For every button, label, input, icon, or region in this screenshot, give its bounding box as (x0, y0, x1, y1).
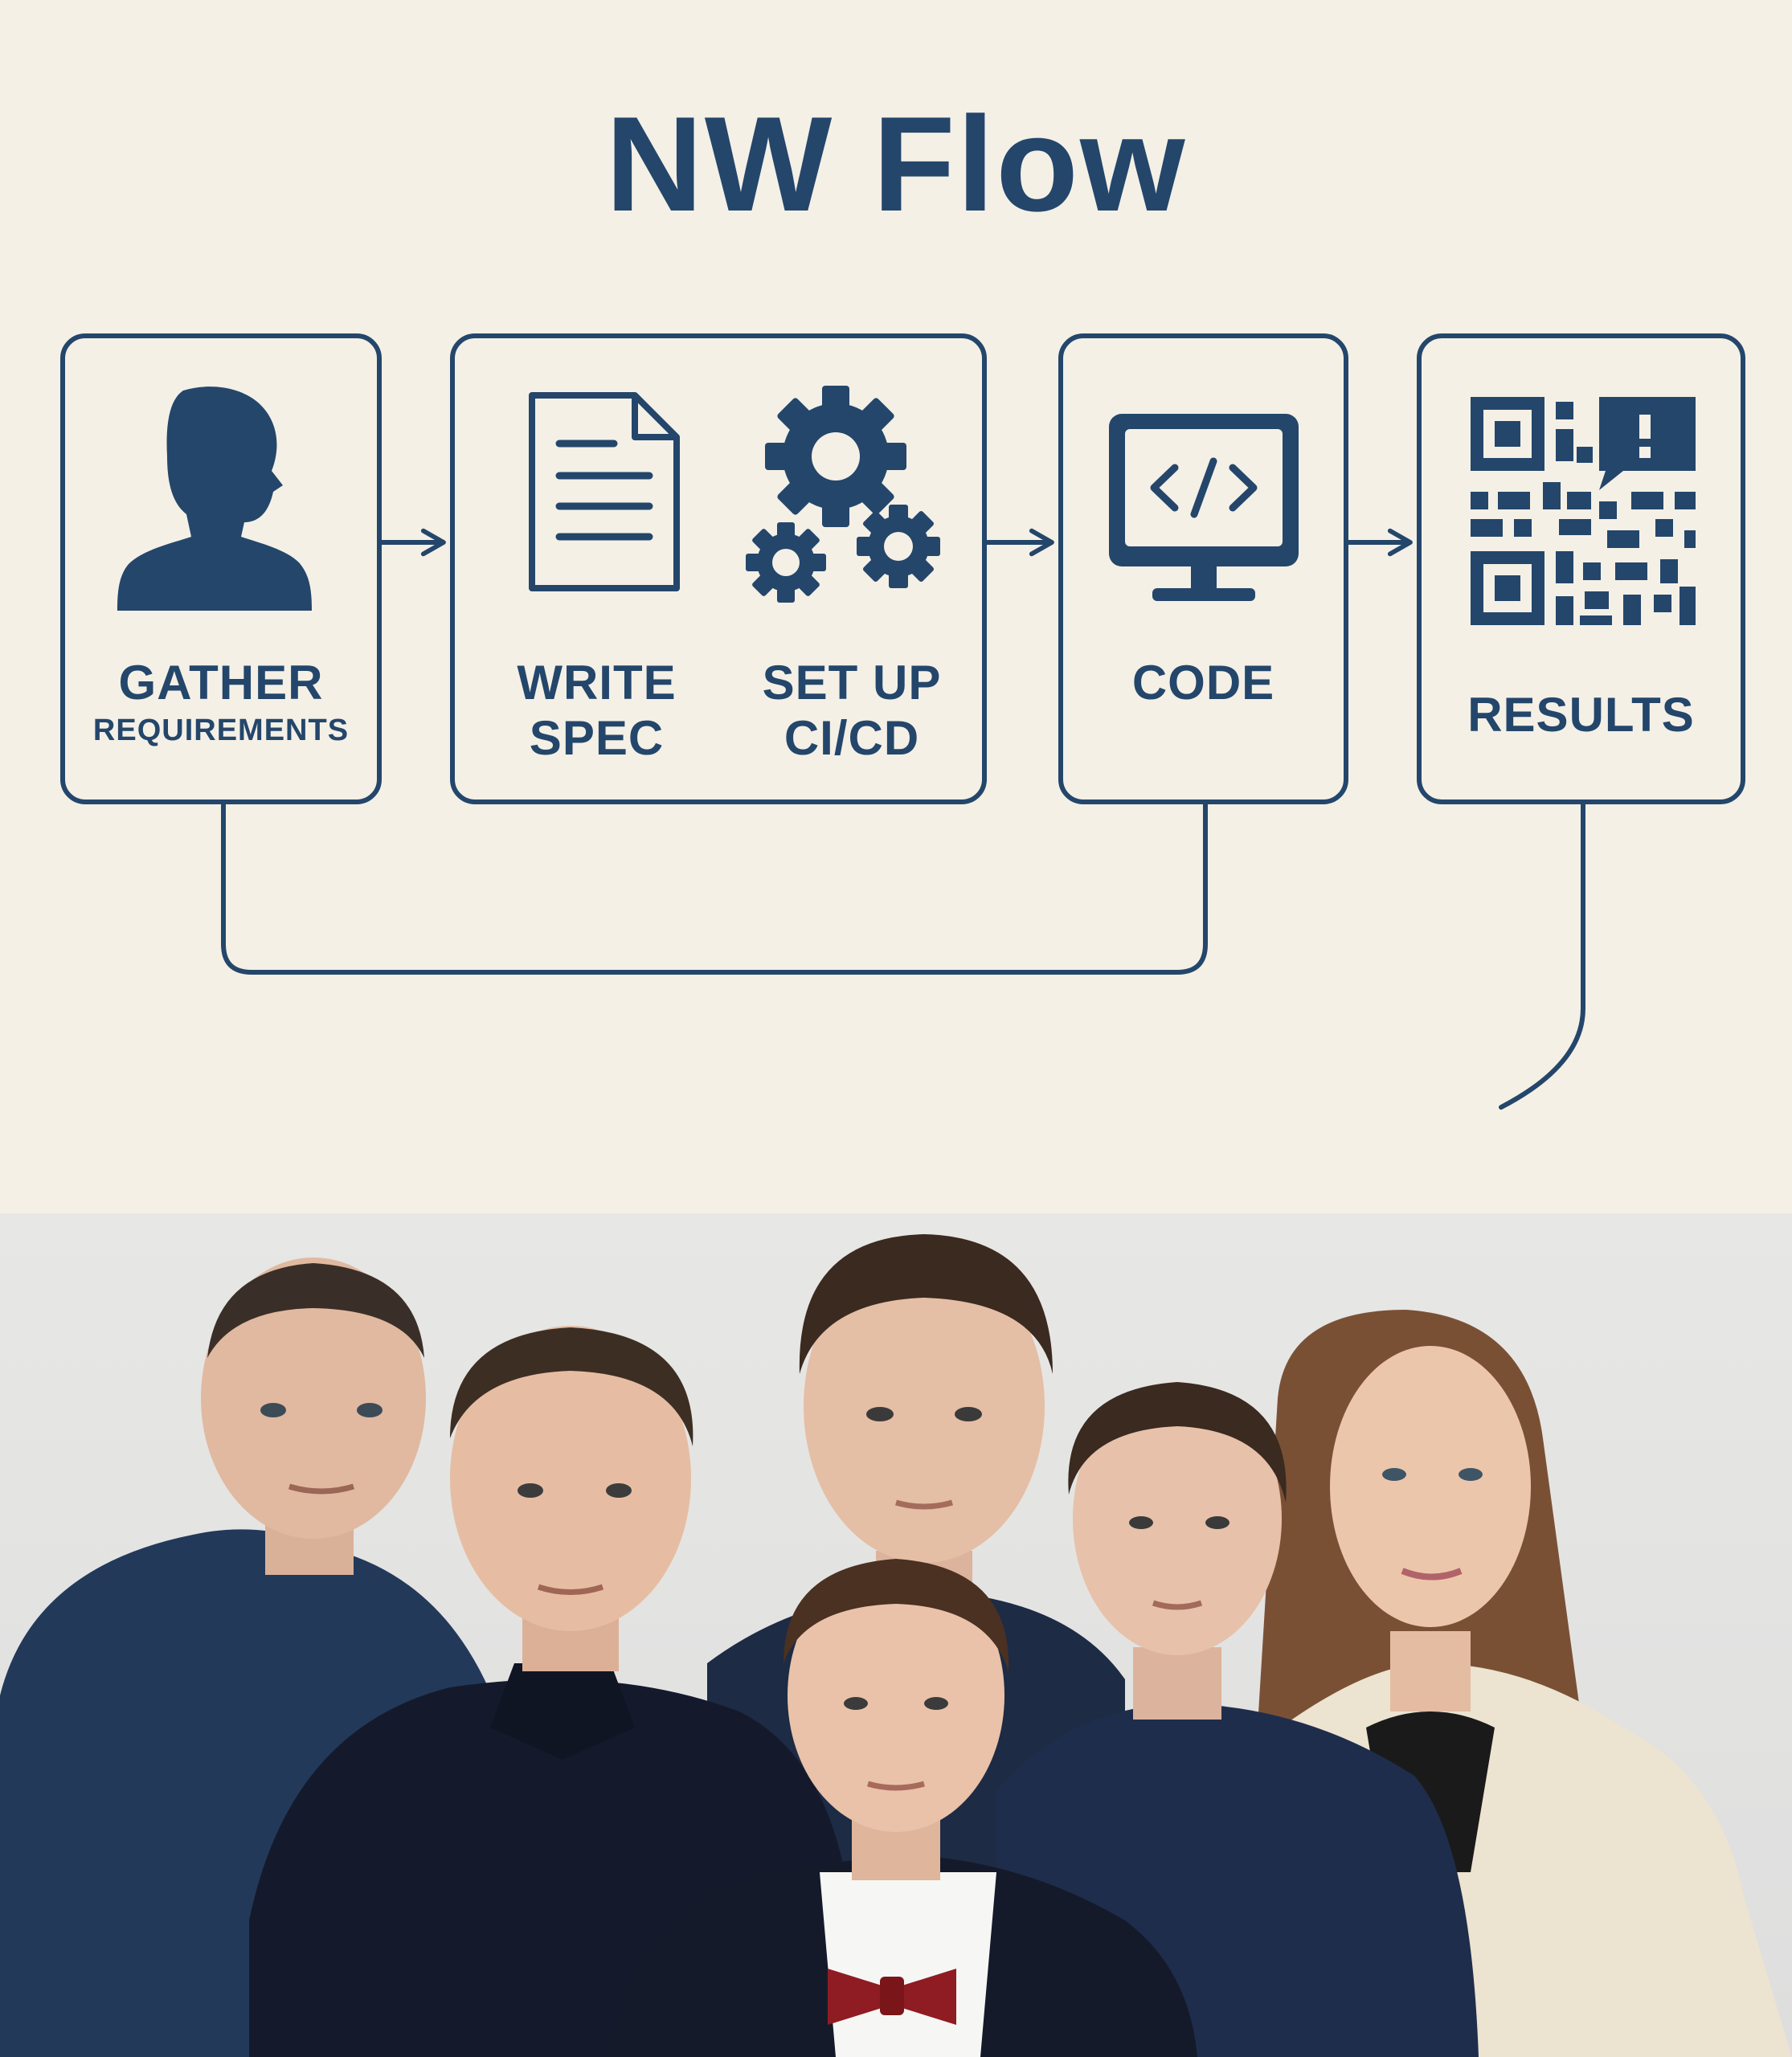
step-label-gather-line1: GATHER (118, 656, 324, 710)
step-label-results: RESULTS (1419, 687, 1743, 742)
page-title: NW Flow (605, 88, 1187, 239)
step-label-gather-line2: REQUIREMENTS (92, 714, 350, 747)
step-label-cicd-line2: CI/CD (783, 711, 920, 765)
person-young-man-bow-tie (611, 1559, 1197, 2057)
step-box-results (1417, 333, 1745, 804)
monitor-code-icon (1109, 414, 1299, 601)
step-label-results-line1: RESULTS (1467, 688, 1695, 742)
step-box-gather (60, 333, 382, 804)
step-label-spec-line1: WRITE (517, 656, 677, 710)
step-box-spec-cicd (450, 333, 987, 804)
team-photo (0, 1213, 1792, 2057)
person-icon (117, 386, 312, 611)
step-box-code (1058, 333, 1348, 804)
team-photo-illustration (0, 1234, 1792, 2057)
gears-icon (746, 386, 940, 603)
flow-diagram (60, 333, 1745, 1110)
step-label-cicd-line1: SET UP (762, 656, 942, 710)
document-icon (529, 392, 680, 591)
step-label-spec: WRITE SPEC (482, 655, 711, 766)
qr-code-icon (1471, 397, 1696, 625)
step-label-gather: GATHER REQUIREMENTS (63, 655, 379, 749)
step-label-code: CODE (1061, 655, 1346, 710)
step-label-spec-line2: SPEC (529, 711, 665, 765)
results-output-line (1499, 801, 1585, 1110)
step-label-code-line1: CODE (1131, 656, 1275, 710)
feedback-loop-line (221, 804, 1208, 975)
step-label-cicd: SET UP CI/CD (731, 655, 972, 766)
